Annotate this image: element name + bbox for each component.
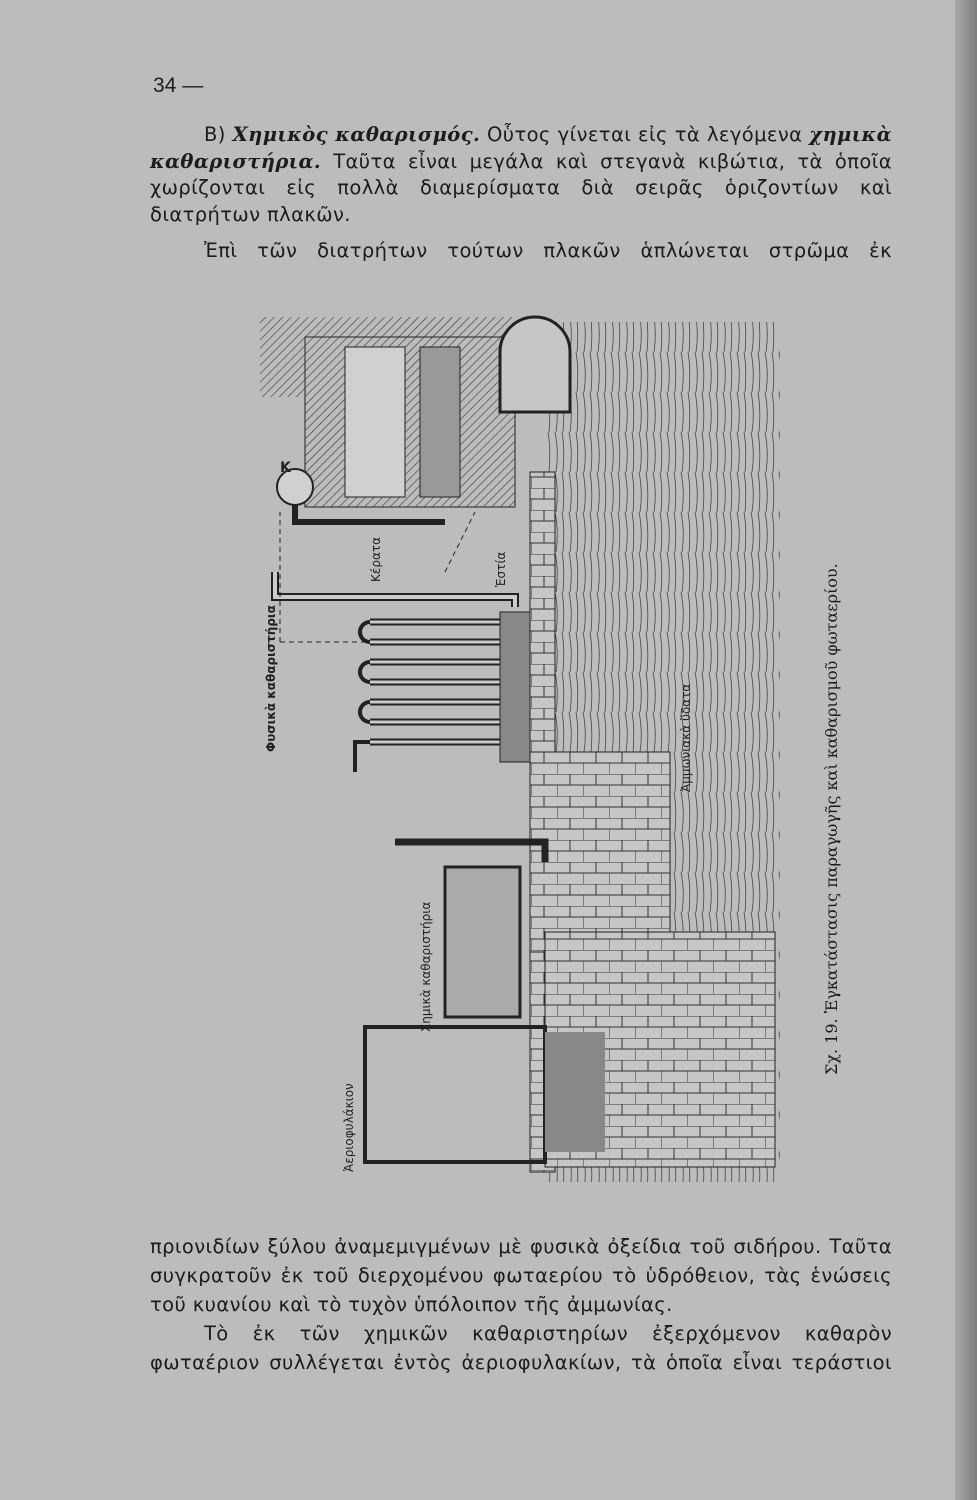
condenser-tubes	[353, 618, 500, 772]
label-k: Κ	[280, 460, 292, 476]
furnace-arch	[498, 315, 572, 414]
figure-caption: Σχ. 19. Ἐγκατάστασις παραγωγῆς καὶ καθαρ…	[822, 563, 841, 1075]
top-text: Β) Χημικὸς καθαρισμός. Οὗτος γίνεται εἰς…	[150, 122, 892, 265]
label-horns: Κέρατα	[369, 537, 383, 582]
chemical-purifier-box	[443, 865, 522, 1019]
pipe	[292, 505, 445, 525]
page-edge-shadow	[955, 0, 977, 1500]
retort-bench	[304, 336, 516, 508]
label-chemical-purifiers: Χημικὰ καθαριστήρια	[419, 902, 433, 1032]
label-physical-purifiers: Φυσικὰ καθαριστήρια	[264, 605, 278, 752]
paragraph-gasholders: Τὸ ἐκ τῶν χημικῶν καθαριστηρίων ἐξερχόμε…	[150, 1322, 892, 1374]
bottom-text: πριονιδίων ξύλου ἀναμεμιγμένων μὲ φυσικὰ…	[150, 1232, 892, 1377]
text-run: Ταῦτα εἶναι μεγάλα καὶ στεγανὰ κιβώτια, …	[150, 149, 892, 226]
roof-hatch	[260, 317, 515, 337]
paragraph-chemical-purification: Β) Χημικὸς καθαρισμός. Οὗτος γίνεται εἰς…	[150, 122, 892, 228]
ammonia-tank	[529, 751, 671, 953]
paragraph-continuation: πριονιδίων ξύλου ἀναμεμιγμένων μὲ φυσικὰ…	[150, 1235, 892, 1316]
term-chemical-purifiers: χημικὰ καθαριστήρια.	[150, 123, 892, 173]
gasholder	[363, 1025, 547, 1164]
page-number: 34 —	[153, 74, 204, 97]
text-run: Οὗτος γίνεται εἰς τὰ λεγόμενα	[480, 123, 810, 146]
gas-main-pipe	[271, 572, 519, 607]
section-label: Β)	[204, 123, 226, 146]
gasholder-tank	[545, 1032, 605, 1152]
pipe-to-purifiers	[395, 838, 549, 862]
label-ammonia-water: Ἀμμωνιακὰ ὕδατα	[679, 684, 693, 792]
wall-section	[260, 337, 305, 397]
label-hearth: Ἑστία	[494, 552, 508, 587]
paragraph-start: Ἐπὶ τῶν διατρήτων τούτων πλακῶν ἁπλώνετα…	[204, 239, 892, 262]
label-gasholder: Ἀεριοφυλάκιον	[342, 1083, 356, 1172]
coke-chamber	[419, 346, 461, 498]
retort	[344, 346, 406, 498]
section-title: Χημικὸς καθαρισμός.	[232, 123, 481, 146]
figure-gas-plant-diagram: Κ Φυσικὰ καθαριστήρια Κέρατα Ἑστία Ἀμμων…	[260, 315, 780, 1182]
